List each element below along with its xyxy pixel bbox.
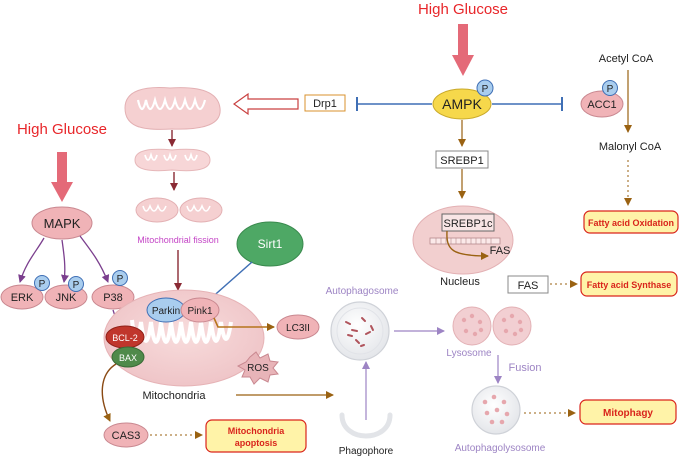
fatty-acid-oxidation-box: Fatty acid Oxidation [583, 210, 679, 234]
erk-label: ERK [11, 292, 34, 304]
ampk-node: AMPK P [432, 79, 494, 120]
jnk-label: JNK [56, 292, 77, 304]
parkin-node: Parkin [146, 297, 186, 323]
fas-label: FAS [518, 280, 539, 292]
whole-mitochondrion-icon [124, 87, 221, 130]
nucleus-label: Nucleus [440, 276, 480, 288]
pink1-label: Pink1 [187, 306, 212, 317]
lc3ii-label: LC3II [286, 323, 310, 334]
mitophagy-label: Mitophagy [603, 408, 653, 419]
autophagolysosome-label: Autophagolysosome [455, 443, 546, 454]
mitophagy-box: Mitophagy [579, 399, 677, 425]
mitochondria-apoptosis-line2: apoptosis [235, 438, 278, 448]
ros-node: ROS [236, 351, 279, 385]
cas3-label: CAS3 [112, 430, 141, 442]
srebp1-box: SREBP1 [435, 150, 489, 169]
ampk-label: AMPK [442, 96, 482, 112]
acc1-node: ACC1 P [580, 80, 624, 118]
mitochondria-apoptosis-line1: Mitochondria [228, 426, 285, 436]
fusion-label: Fusion [508, 362, 541, 374]
erk-node: ERK P [0, 275, 50, 310]
pink1-node: Pink1 [180, 297, 220, 323]
mitochondria-label: Mitochondria [143, 390, 207, 402]
lysosome-pair [452, 306, 532, 346]
malonyl-coa-label: Malonyl CoA [599, 141, 662, 153]
bax-to-cas3-arrow [101, 363, 117, 422]
bcl2-node: BCL-2 [105, 325, 145, 349]
lysosome-label: Lysosome [446, 348, 492, 359]
fas-box: FAS [507, 275, 549, 294]
ampk-inhibits-acc1 [492, 97, 563, 111]
high-glucose-big-arrow-top [452, 24, 474, 76]
high-glucose-big-arrow-left [51, 152, 73, 202]
dividing-mitochondrion-icon [134, 148, 211, 172]
sirt1-label: Sirt1 [258, 237, 283, 251]
mapk-to-jnk-arrow [61, 239, 69, 283]
autophagosome-label: Autophagosome [326, 286, 399, 297]
lc3ii-node: LC3II [276, 314, 320, 340]
p38-label: P38 [103, 292, 123, 304]
phagophore-label: Phagophore [339, 446, 394, 456]
mitochondrial-fission-label: Mitochondrial fission [137, 235, 219, 245]
sirt1-node: Sirt1 [236, 221, 304, 267]
ros-label: ROS [247, 363, 269, 374]
jnk-phospho-label: P [73, 280, 80, 291]
ampk-phospho-label: P [482, 84, 489, 95]
mapk-label: MAPK [44, 216, 81, 231]
drp1-hollow-arrow [232, 92, 299, 116]
p38-node: P38 P [91, 270, 135, 310]
mitochondrion-main [103, 289, 265, 387]
acc1-label: ACC1 [587, 99, 616, 111]
phagophore-shape [339, 412, 393, 439]
jnk-node: JNK P [44, 276, 88, 310]
high-glucose-top-label: High Glucose [418, 1, 508, 18]
erk-phospho-label: P [39, 279, 46, 290]
ampk-inhibits-drp1 [356, 97, 432, 111]
p38-phospho-label: P [117, 274, 124, 285]
mitochondria-apoptosis-box: Mitochondria apoptosis [205, 419, 307, 453]
fragmented-mitochondria-icon [135, 197, 223, 223]
drp1-label: Drp1 [313, 98, 337, 110]
srebp1c-label: SREBP1c [444, 218, 493, 230]
nucleus: SREBP1c FAS [412, 205, 514, 275]
pink1-to-lc3ii-arrow [213, 317, 275, 331]
bax-node: BAX [111, 346, 145, 368]
fatty-acid-oxidation-label: Fatty acid Oxidation [588, 218, 674, 228]
bcl2-label: BCL-2 [112, 333, 138, 343]
mapk-node: MAPK [31, 206, 93, 240]
acetyl-coa-label: Acetyl CoA [599, 53, 654, 65]
cas3-node: CAS3 [103, 422, 149, 448]
mapk-to-erk-arrow [18, 237, 45, 283]
fas-nucleus-label: FAS [490, 245, 511, 257]
fatty-acid-synthase-label: Fatty acid Synthase [587, 280, 672, 290]
bax-label: BAX [119, 353, 137, 363]
autophagosome-vesicle [330, 301, 390, 361]
drp1-box: Drp1 [304, 94, 346, 112]
autophagolysosome-vesicle [471, 385, 521, 435]
high-glucose-left-label: High Glucose [17, 121, 107, 138]
srebp1-label: SREBP1 [440, 155, 483, 167]
mapk-to-p38-arrow [79, 235, 110, 283]
acc1-phospho-label: P [607, 84, 614, 95]
fatty-acid-synthase-box: Fatty acid Synthase [580, 271, 678, 297]
parkin-label: Parkin [152, 306, 180, 317]
